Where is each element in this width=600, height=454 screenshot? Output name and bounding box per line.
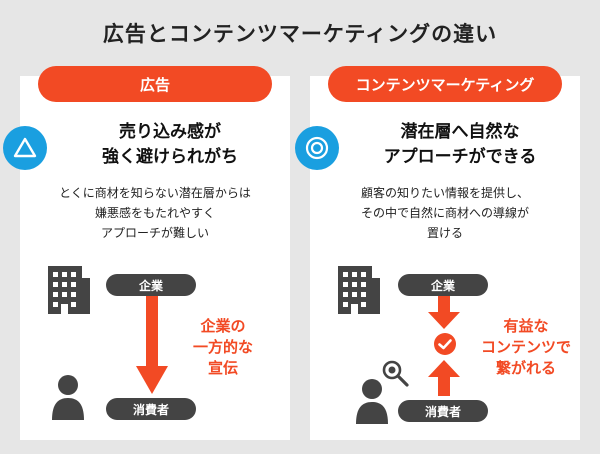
ad-consumer-node: 消費者: [106, 398, 196, 420]
person-icon: [52, 375, 84, 420]
building-icon: [48, 266, 90, 314]
page-title: 広告とコンテンツマーケティングの違い: [102, 22, 498, 46]
up-arrow-icon: [428, 360, 460, 396]
target-badge-icon: [295, 126, 339, 170]
content-marketing-message-line-3: 繋がれる: [495, 359, 556, 377]
content-marketing-header-pill: コンテンツマーケティング: [328, 66, 562, 102]
ad-message-line-1: 企業の: [200, 317, 246, 335]
ad-headline-line-1: 売り込み感が: [119, 122, 221, 142]
content-marketing-message-line-1: 有益な: [503, 317, 549, 335]
content-marketing-description: 顧客の知りたい情報を提供し、 その中で自然に商材への導線が 置ける: [320, 183, 570, 243]
ad-description-line-3: アプローチが難しい: [100, 226, 209, 240]
check-circle-icon: [434, 333, 456, 355]
magnifier-icon: [382, 360, 409, 387]
ad-description-line-1: とくに商材を知らない潜在層からは: [59, 186, 251, 200]
content-marketing-description-line-1: 顧客の知りたい情報を提供し、: [360, 186, 529, 200]
ad-message-line-3: 宣伝: [207, 359, 238, 377]
ad-message: 企業の 一方的な 宣伝: [178, 316, 268, 379]
ad-description-line-2: 嫌悪感をもたれやすく: [94, 206, 215, 220]
content-marketing-message: 有益な コンテンツで 繋がれる: [470, 316, 582, 379]
ad-company-node: 企業: [106, 274, 196, 296]
ad-headline: 売り込み感が 強く避けられがち: [55, 120, 285, 170]
content-marketing-headline-line-2: アプローチができる: [383, 147, 537, 167]
ad-description: とくに商材を知らない潜在層からは 嫌悪感をもたれやすく アプローチが難しい: [30, 183, 280, 243]
person-icon: [356, 379, 388, 424]
content-marketing-headline-line-1: 潜在層へ自然な: [400, 122, 520, 142]
ad-headline-line-2: 強く避けられがち: [102, 147, 238, 167]
content-marketing-description-line-3: 置ける: [426, 226, 463, 240]
content-marketing-consumer-node: 消費者: [398, 400, 488, 422]
triangle-badge-icon: [3, 126, 47, 170]
down-arrow-icon: [136, 296, 168, 394]
down-arrow-icon: [428, 296, 460, 329]
content-marketing-message-line-2: コンテンツで: [480, 338, 571, 356]
ad-header-pill: 広告: [38, 66, 272, 102]
content-marketing-company-node: 企業: [398, 274, 488, 296]
content-marketing-headline: 潜在層へ自然な アプローチができる: [345, 120, 575, 170]
building-icon: [338, 266, 380, 314]
content-marketing-description-line-2: その中で自然に商材への導線が: [360, 206, 529, 220]
ad-message-line-2: 一方的な: [192, 338, 253, 356]
